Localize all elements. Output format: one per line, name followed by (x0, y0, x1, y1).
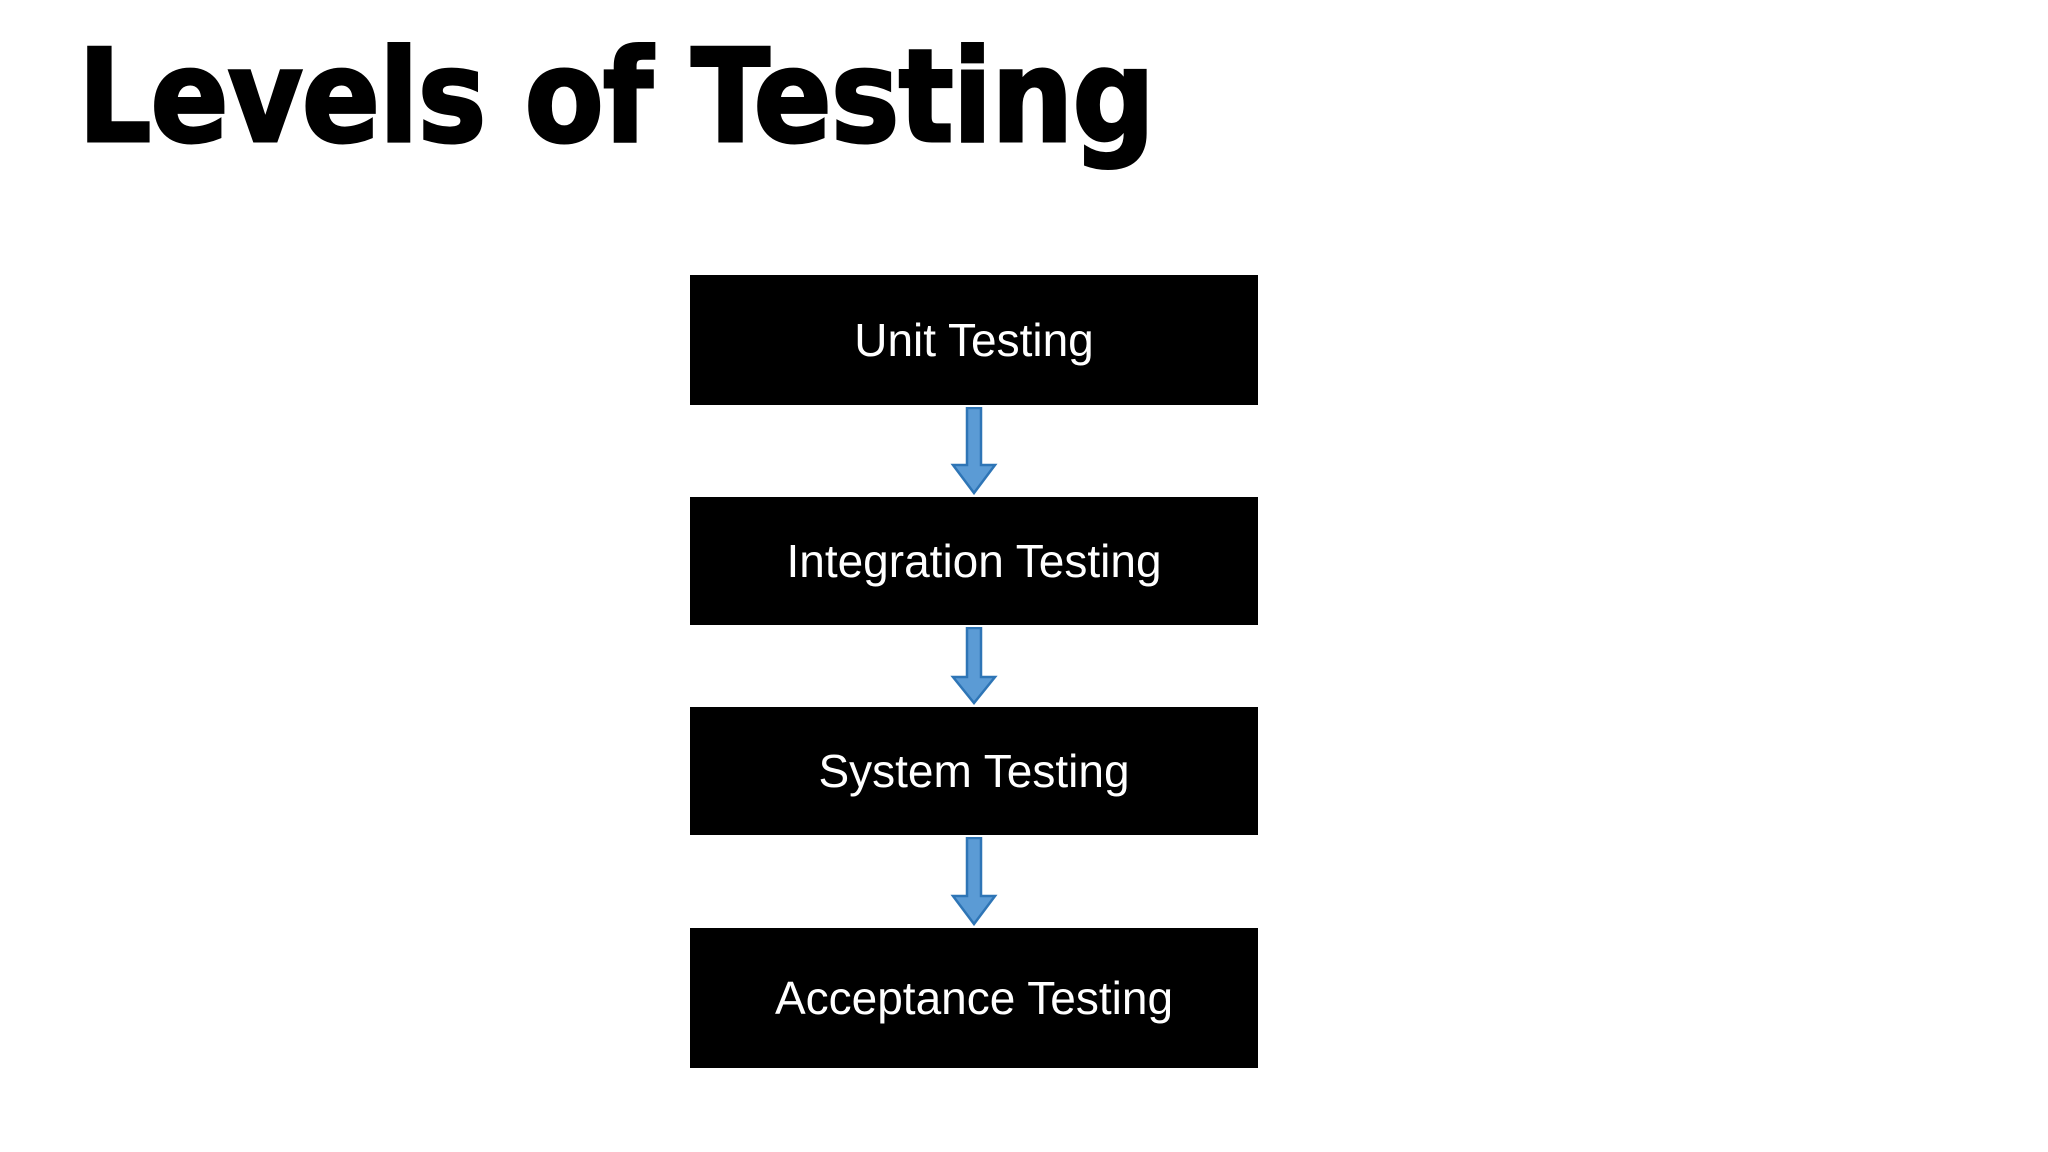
flow-step-system-testing[interactable]: System Testing (690, 707, 1258, 835)
flow-step-label: System Testing (818, 745, 1130, 797)
page-title: Levels of Testing (77, 23, 1157, 172)
levels-of-testing-flowchart: Unit Testing Integration Testing System … (690, 275, 1258, 1068)
flow-step-label: Unit Testing (854, 314, 1094, 366)
flow-step-unit-testing[interactable]: Unit Testing (690, 275, 1258, 405)
flow-step-integration-testing[interactable]: Integration Testing (690, 497, 1258, 625)
arrow-unit-to-integration-icon (950, 407, 998, 495)
flow-step-label: Integration Testing (786, 535, 1162, 587)
flow-step-label: Acceptance Testing (774, 972, 1174, 1024)
flow-step-acceptance-testing[interactable]: Acceptance Testing (690, 928, 1258, 1068)
arrow-system-to-acceptance-icon (950, 837, 998, 926)
arrow-integration-to-system-icon (950, 627, 998, 705)
